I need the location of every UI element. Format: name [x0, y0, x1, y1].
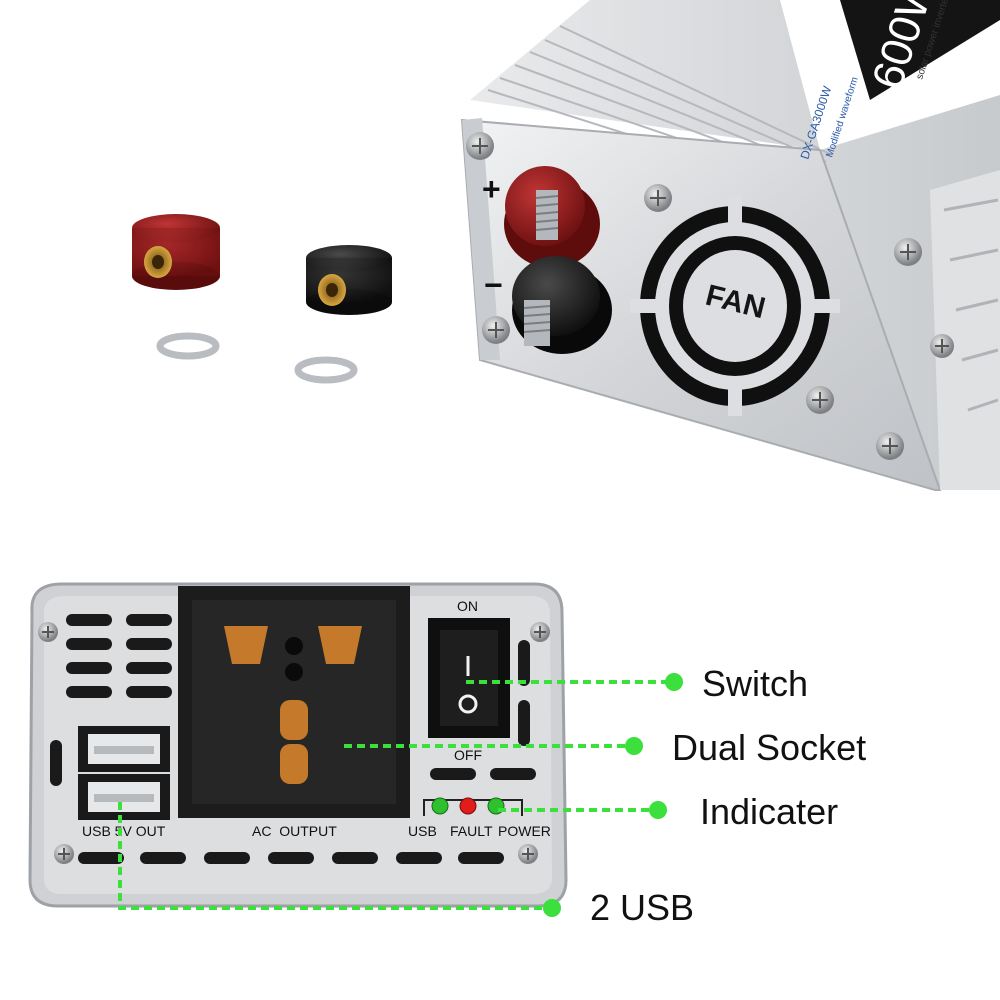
usb-port-top[interactable] [78, 726, 170, 772]
rocker-switch[interactable] [428, 618, 510, 738]
switch-off-label: OFF [454, 747, 482, 763]
indicator-label-fault: FAULT [450, 823, 493, 839]
screw [54, 844, 74, 864]
screw [894, 238, 922, 266]
indicator-label-usb: USB [408, 823, 437, 839]
screw [482, 316, 510, 344]
screw [644, 184, 672, 212]
callout-switch: Switch [702, 663, 809, 704]
ac-outlet [178, 586, 410, 818]
indicator-label-power: POWER [498, 823, 551, 839]
screw [876, 432, 904, 460]
negative-terminal [512, 256, 612, 354]
loose-black-terminal-cap [306, 245, 392, 315]
callout-lines [118, 680, 672, 910]
screw [466, 132, 494, 160]
screw [930, 334, 954, 358]
switch-on-label: ON [457, 598, 478, 614]
plus-sign: + [482, 171, 501, 207]
usb-indicator-led [431, 797, 449, 815]
screw [38, 622, 58, 642]
usb-output-label: USB 5V OUT [82, 823, 166, 839]
ac-output-label: AC OUTPUT [252, 823, 337, 839]
vent-slots [50, 614, 536, 864]
usb-port-bottom[interactable] [78, 774, 170, 820]
callout-dots [543, 673, 683, 917]
washer-right [294, 356, 358, 384]
minus-sign: − [484, 267, 503, 303]
callout-indicater: Indicater [700, 791, 839, 832]
callout-dual-socket: Dual Socket [672, 727, 867, 768]
fault-indicator-led [459, 797, 477, 815]
screw [806, 386, 834, 414]
positive-terminal [504, 166, 600, 268]
screw [518, 844, 538, 864]
screw [530, 622, 550, 642]
callout-2-usb: 2 USB [590, 887, 695, 928]
loose-red-terminal-cap [132, 214, 220, 290]
washer-left [156, 332, 220, 360]
fan-grille [630, 196, 840, 416]
